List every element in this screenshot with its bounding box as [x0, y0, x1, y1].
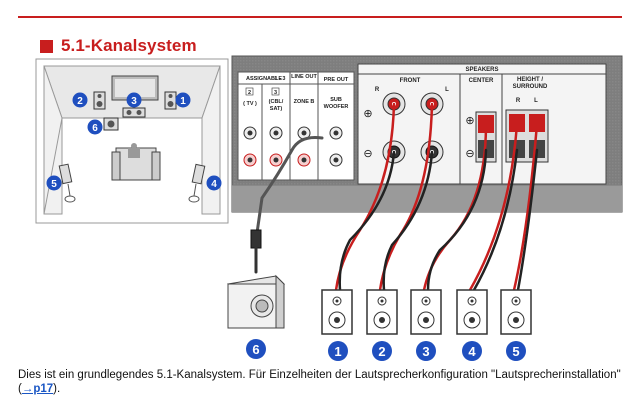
height-label-line2: SURROUND — [513, 84, 548, 90]
rca-jacks — [243, 126, 343, 167]
badge-5-icon — [506, 341, 526, 361]
zone-b-label: ZONE B — [294, 99, 315, 105]
room-diagram: 1 2 3 4 5 6 — [35, 58, 229, 224]
room-marker-2-label: 2 — [77, 96, 83, 107]
room-marker-4-label: 4 — [211, 179, 217, 190]
port-2-number: 2 — [248, 90, 251, 96]
speaker-box-2 — [366, 289, 398, 335]
speaker-2-icon — [93, 91, 106, 110]
sofa-icon — [111, 143, 161, 181]
room-marker-6-icon — [87, 119, 103, 135]
line-out-label: LINE OUT — [291, 74, 317, 80]
speaker-box-5 — [500, 289, 532, 335]
speaker-4-icon — [188, 163, 206, 203]
center-label: CENTER — [469, 78, 494, 84]
room-marker-2-icon — [72, 92, 88, 108]
badge-2-label: 2 — [378, 344, 385, 359]
badge-1-icon — [328, 341, 348, 361]
heading-title: 5.1-Kanalsystem — [61, 36, 197, 55]
height-l-label: L — [534, 98, 538, 104]
front-label: FRONT — [400, 78, 421, 84]
height-r-label: R — [516, 98, 521, 104]
speaker-box-3 — [410, 289, 442, 335]
room-marker-5-icon — [46, 175, 62, 191]
room-marker-3-label: 3 — [131, 96, 137, 107]
port-3-label-line2: SAT) — [270, 106, 283, 112]
subwoofer-label-line2: WOOFER — [324, 104, 349, 110]
page-link[interactable]: →p17 — [21, 383, 54, 395]
heading-square-icon — [40, 39, 53, 53]
badge-4-label: 4 — [468, 344, 476, 359]
room-marker-3-icon — [126, 92, 142, 108]
speaker-cables — [250, 102, 539, 292]
badge-2-icon — [372, 341, 392, 361]
speaker-boxes — [321, 289, 532, 335]
subwoofer-box — [226, 274, 286, 329]
room-marker-4-icon — [206, 175, 222, 191]
front-plus-symbol: ⊕ — [363, 108, 372, 120]
badge-5-label: 5 — [512, 344, 519, 359]
front-minus-symbol: ⊖ — [363, 148, 372, 160]
room-marker-5-label: 5 — [51, 179, 57, 190]
pre-out-label: PRE OUT — [324, 77, 349, 83]
top-rule — [18, 16, 622, 18]
front-l-label: L — [445, 87, 449, 93]
port-3-number: 3 — [274, 90, 277, 96]
height-label-line1: HEIGHT / — [517, 77, 543, 83]
caption: Dies ist ein grundlegendes 5.1-Kanalsyst… — [18, 368, 622, 396]
section-heading: 5.1-Kanalsystem — [40, 36, 197, 56]
badge-1-label: 1 — [334, 344, 341, 359]
front-r-label: R — [375, 87, 380, 93]
speakers-label: SPEAKERS — [465, 67, 498, 73]
port-3-label-line1: (CBL/ — [269, 99, 284, 105]
center-plus-symbol: ⊕ — [465, 115, 474, 127]
port-2-label: ( TV ) — [243, 101, 257, 107]
room-marker-6-label: 6 — [92, 123, 98, 134]
room-marker-1-label: 1 — [180, 96, 186, 107]
badge-4-icon — [462, 341, 482, 361]
assignable-label: ASSIGNABLE — [246, 76, 282, 82]
badge-3-label: 3 — [422, 344, 429, 359]
front-binding-posts — [382, 92, 444, 164]
caption-text: Dies ist ein grundlegendes 5.1-Kanalsyst… — [18, 369, 621, 395]
speaker-box-4 — [456, 289, 488, 335]
assignable-range-label: 1 - 3 — [274, 76, 285, 82]
subwoofer-label-line1: SUB — [330, 97, 342, 103]
speaker-3-icon — [122, 107, 146, 118]
badge-3-icon — [416, 341, 436, 361]
speaker-box-1 — [321, 289, 353, 335]
badge-6-label: 6 — [252, 342, 259, 357]
center-minus-symbol: ⊖ — [465, 148, 474, 160]
room-marker-1-icon — [175, 92, 191, 108]
receiver-back-panel: ASSIGNABLE 1 - 3 LINE OUT PRE OUT 2 ( TV… — [231, 55, 623, 213]
caption-end: ). — [53, 383, 61, 395]
speaker-5-icon — [58, 163, 76, 203]
badge-6-icon — [246, 339, 266, 359]
